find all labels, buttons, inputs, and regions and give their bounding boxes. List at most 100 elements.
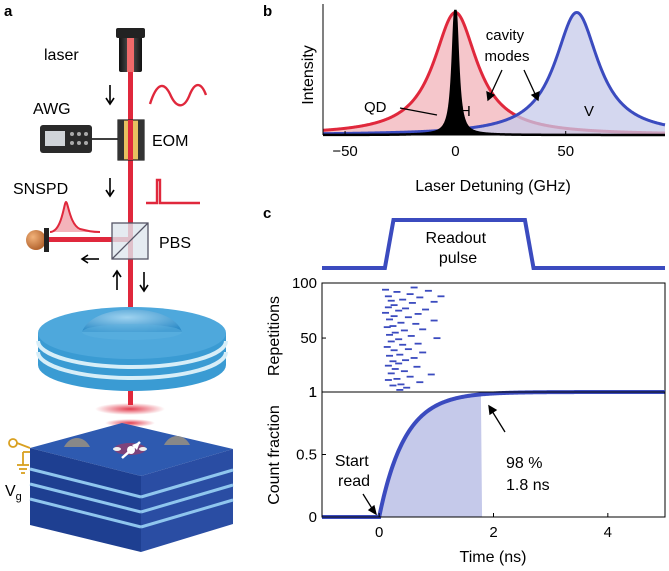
down-arrow-icon bbox=[139, 272, 149, 293]
raster-event bbox=[390, 304, 398, 307]
cavity-arrow-icon bbox=[486, 69, 540, 102]
raster-event bbox=[383, 346, 391, 348]
snspd-signal-icon bbox=[49, 200, 101, 233]
y-tick-label: 100 bbox=[292, 275, 317, 292]
raster-event bbox=[416, 296, 424, 299]
raster-event bbox=[395, 362, 403, 365]
spin-arrow-icon bbox=[121, 441, 141, 459]
readout-pulse-trace bbox=[322, 218, 665, 270]
raster-event bbox=[419, 328, 427, 331]
raster-event bbox=[395, 338, 403, 341]
raster-event bbox=[397, 321, 405, 324]
raster-event bbox=[386, 318, 394, 321]
raster-event bbox=[406, 375, 414, 378]
raster-event bbox=[396, 388, 404, 391]
sample-chip bbox=[29, 423, 234, 552]
series-line-v bbox=[322, 10, 666, 136]
raster-event bbox=[384, 306, 392, 309]
raster-event bbox=[400, 370, 408, 373]
raster-event bbox=[406, 293, 414, 296]
x-tick-label: 2 bbox=[489, 524, 497, 541]
raster-event bbox=[382, 311, 390, 314]
up-arrow-icon bbox=[112, 269, 122, 290]
awg-label: AWG bbox=[33, 101, 71, 118]
raster-event bbox=[387, 299, 395, 302]
raster-event bbox=[430, 300, 438, 303]
laser-source bbox=[116, 28, 145, 72]
snspd-detector bbox=[26, 228, 49, 252]
raster-event bbox=[391, 368, 399, 370]
x-tick-label: 4 bbox=[604, 524, 612, 541]
pbs-label: PBS bbox=[159, 235, 191, 252]
series-fill-v bbox=[323, 12, 665, 135]
snspd-beam bbox=[45, 237, 130, 242]
raster-event bbox=[412, 322, 420, 325]
y-tick-label: 50 bbox=[300, 330, 317, 347]
raster-event bbox=[387, 372, 395, 375]
qd-label: QD bbox=[364, 99, 387, 116]
raster-event bbox=[424, 289, 432, 292]
raster-event bbox=[414, 342, 422, 345]
pct-label: 98 % bbox=[506, 455, 542, 472]
snspd-label: SNSPD bbox=[13, 181, 68, 198]
raster-event bbox=[419, 351, 427, 354]
raster-event bbox=[427, 373, 435, 376]
panel-b-xlabel: Laser Detuning (GHz) bbox=[415, 178, 571, 195]
panel-a: a laser AWG bbox=[4, 3, 234, 552]
x-tick-label: 0 bbox=[375, 524, 383, 541]
raster-event bbox=[384, 379, 392, 381]
raster-event bbox=[400, 329, 408, 332]
raster-event bbox=[416, 381, 424, 384]
raster-ylabel: Repetitions bbox=[266, 296, 283, 376]
y-tick-label: 0.5 bbox=[296, 447, 317, 464]
y-tick-label: 0 bbox=[309, 509, 317, 526]
awg-device bbox=[40, 125, 118, 153]
raster-event bbox=[407, 335, 415, 337]
qd-pointer bbox=[399, 107, 438, 116]
pulse-icon bbox=[146, 178, 200, 205]
raster-event bbox=[396, 353, 404, 356]
raster-event bbox=[384, 295, 392, 298]
raster-event bbox=[408, 302, 416, 304]
raster-event bbox=[391, 331, 399, 334]
raster-event bbox=[393, 291, 401, 293]
raster-event bbox=[433, 337, 441, 340]
eom-device bbox=[117, 119, 145, 161]
pbs-cube bbox=[111, 222, 149, 260]
pulse-label: Readout pulse bbox=[426, 230, 491, 267]
start-read-label: Start read bbox=[335, 453, 373, 490]
sine-wave-icon bbox=[148, 83, 208, 107]
raster-event bbox=[390, 315, 398, 318]
pulse-line bbox=[322, 218, 665, 270]
x-tick-label: 50 bbox=[557, 143, 574, 160]
panel-c-label: c bbox=[263, 205, 271, 222]
raster-event bbox=[397, 383, 405, 386]
raster-event bbox=[410, 357, 418, 359]
fraction-ylabel: Count fraction bbox=[266, 405, 283, 505]
raster-event bbox=[437, 295, 445, 298]
vg-label: Vg bbox=[5, 483, 22, 503]
start-arrow-icon bbox=[362, 493, 378, 516]
raster-event bbox=[404, 316, 412, 319]
down-arrow-icon bbox=[105, 178, 115, 198]
raster-event bbox=[389, 360, 397, 363]
raster-event bbox=[384, 364, 392, 367]
h-label: H bbox=[460, 103, 471, 120]
series-fill-h bbox=[323, 12, 665, 135]
raster-event bbox=[422, 308, 430, 311]
raster-event bbox=[403, 386, 411, 389]
x-tick-label: −50 bbox=[332, 143, 357, 160]
time-label: 1.8 ns bbox=[506, 477, 550, 494]
raster-event bbox=[402, 307, 410, 310]
raster-event bbox=[387, 340, 395, 343]
raster-event bbox=[404, 348, 412, 351]
voltage-terminal-icon bbox=[8, 438, 31, 474]
spectrum-plot: −50 0 50 bbox=[322, 4, 666, 160]
left-arrow-icon bbox=[80, 254, 99, 264]
panel-a-label: a bbox=[4, 3, 13, 20]
x-tick-label: 0 bbox=[451, 143, 459, 160]
